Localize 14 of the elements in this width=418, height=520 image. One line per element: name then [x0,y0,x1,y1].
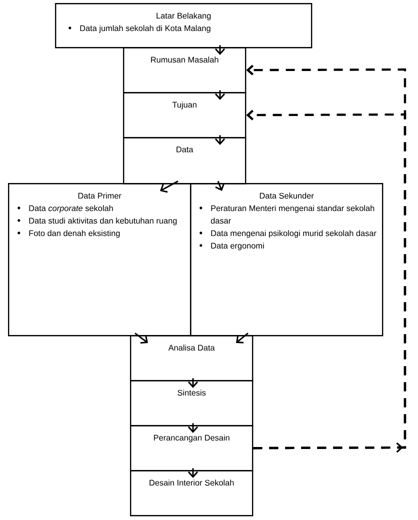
process-box: Data [123,137,246,184]
arrow [134,332,148,344]
process-box: Data Sekunder Peraturan Menteri mengenai standar sekolah dasar Data mengenai psikologi murid sekolah dasar Data ergonomi [190,183,384,336]
process-box: Analisa Data [130,335,254,382]
process-box: Data Primer Data corporate sekolah Data studi aktivitas dan kebutuhan ruang Foto dan denah eksisting [8,183,192,336]
process-box: Desain Interior Sekolah [130,470,254,516]
arrow [215,180,225,191]
process-box: Latar Belakang Data jumlah sekolah di Kota Malang [55,3,312,48]
process-box: Sintesis [130,380,254,426]
process-box: Rumusan Masalah [123,47,246,94]
process-box: Perancangan Desain [130,425,254,472]
process-box: Tujuan [123,92,246,138]
arrow [160,180,178,193]
arrow [236,332,248,344]
